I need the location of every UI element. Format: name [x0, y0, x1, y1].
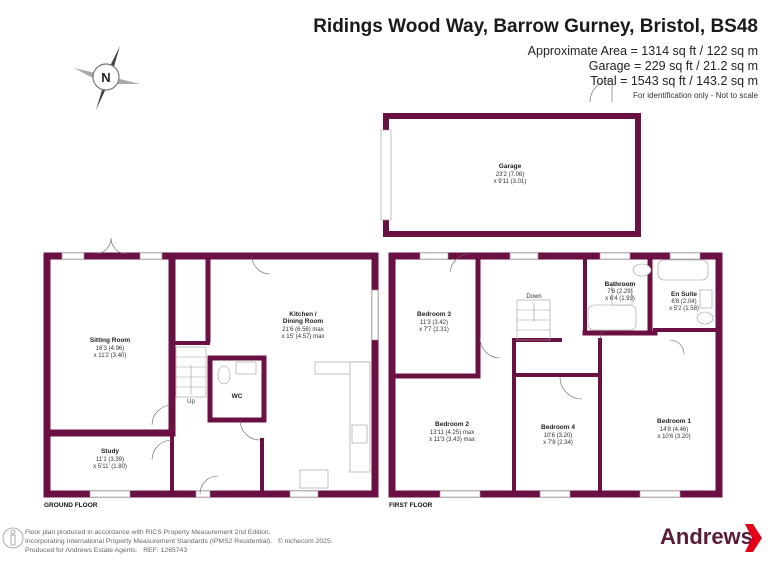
kitchen-label-2: Dining Room: [283, 318, 324, 325]
andrews-logo: Andrews: [660, 524, 753, 549]
bedroom-1-dim1: 14'8 (4.46): [660, 427, 689, 433]
garage-area: Garage = 229 sq ft / 21.2 sq m: [588, 59, 758, 73]
wc-label: WC: [232, 393, 243, 400]
en-suite-label: En Suite: [671, 291, 697, 298]
sitting-room-dim2: x 11'2 (3.40): [94, 353, 127, 359]
windows: [61, 129, 701, 498]
kitchen-label: Kitchen /: [289, 311, 317, 318]
property-title: Ridings Wood Way, Barrow Gurney, Bristol…: [313, 16, 758, 37]
total-area: Total = 1543 sq ft / 143.2 sq m: [590, 74, 758, 88]
bathroom-dim2: x 6'4 (1.93): [605, 296, 635, 302]
bedroom-1-label: Bedroom 1: [657, 418, 691, 425]
compass-label: N: [101, 70, 110, 85]
stairs: [175, 299, 551, 398]
bedroom-4-dim2: x 7'8 (2.34): [543, 440, 573, 446]
footer-line-2: Incorporating International Property Mea…: [25, 538, 273, 545]
fixtures: [217, 259, 714, 489]
study-dim2: x 5'11' (1.80): [93, 464, 127, 470]
study-label: Study: [101, 448, 119, 455]
approx-area: Approximate Area = 1314 sq ft / 122 sq m: [527, 44, 758, 58]
sitting-room-dim1: 16'3 (4.96): [96, 346, 125, 352]
kitchen-dim2: x 15' (4.57) max: [282, 334, 325, 340]
bedroom-2-label: Bedroom 2: [435, 421, 469, 428]
scale-note: For identification only - Not to scale: [633, 91, 758, 100]
garage-dim2: x 9'11 (3.01): [494, 179, 527, 185]
bedroom-4-dim1: 10'6 (3.20): [544, 433, 573, 439]
bedroom-2-dim1: 13'11 (4.25) max: [430, 430, 474, 436]
study-dim1: 11'1 (3.39): [96, 457, 124, 463]
footer-line-1: Floor plan produced in accordance with R…: [25, 529, 271, 536]
garage-dim1: 23'2 (7.06): [496, 172, 525, 178]
sitting-room-label: Sitting Room: [90, 337, 131, 344]
footer-line-3: Produced for Andrews Estate Agents.: [25, 547, 138, 554]
kitchen-dim1: 21'6 (6.56) max: [282, 327, 324, 333]
en-suite-dim2: x 5'2 (1.58): [669, 306, 699, 312]
bathroom-dim1: 7'6 (2.29): [607, 289, 632, 295]
footer-copyright: © nichecom 2025.: [277, 538, 333, 545]
stairs-up-label: Up: [187, 399, 195, 405]
bedroom-1-dim2: x 10'6 (3.20): [657, 434, 690, 440]
bedroom-3-label: Bedroom 3: [417, 311, 451, 318]
garage-label: Garage: [499, 163, 522, 170]
bedroom-2-dim2: x 11'3 (3.43) max: [429, 437, 475, 443]
first-floor-walls: [388, 252, 723, 498]
person-icon: [2, 527, 24, 549]
bedroom-3-dim2: x 7'7 (2.31): [419, 327, 449, 333]
footer-text: Floor plan produced in accordance with R…: [25, 528, 333, 555]
ground-floor-walls: [43, 252, 379, 498]
footer-ref: REF: 1265743: [143, 547, 188, 554]
first-floor-label: FIRST FLOOR: [389, 502, 433, 509]
compass-icon: N: [74, 46, 140, 110]
bathroom-label: Bathroom: [605, 281, 636, 288]
en-suite-dim1: 6'8 (2.04): [671, 299, 696, 305]
bedroom-3-dim1: 11'3 (3.42): [420, 320, 448, 326]
stairs-down-label: Down: [526, 294, 541, 300]
bedroom-4-label: Bedroom 4: [541, 424, 575, 431]
ground-floor-label: GROUND FLOOR: [44, 502, 98, 509]
